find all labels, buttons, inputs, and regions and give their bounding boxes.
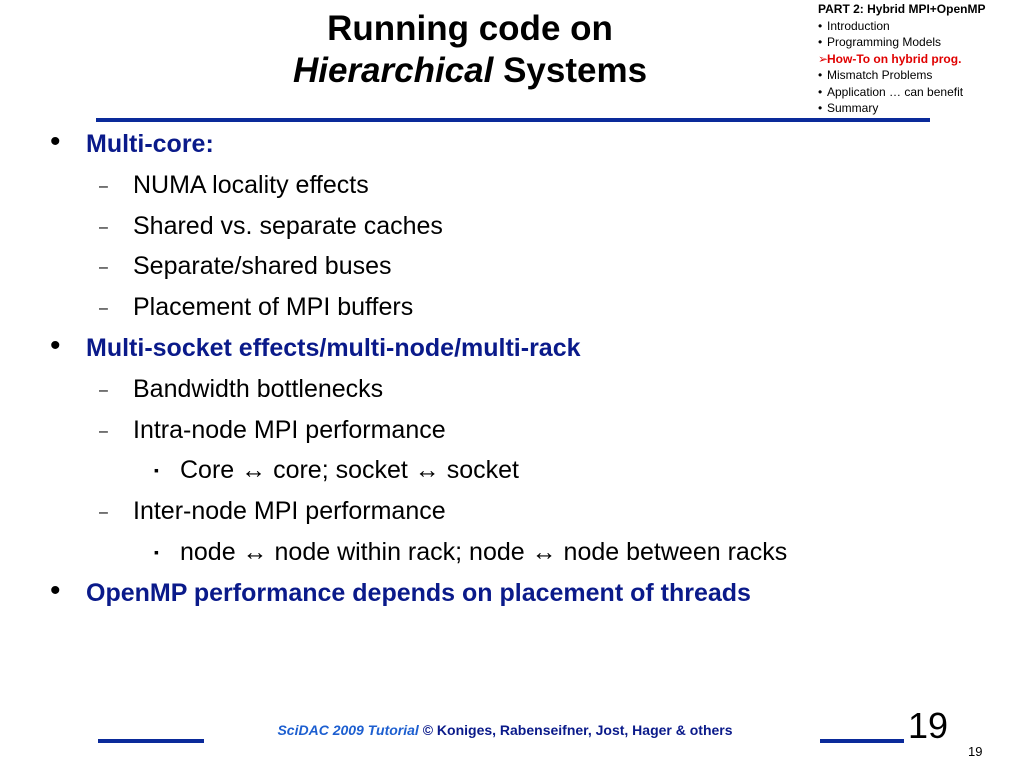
bullet-level2: – Shared vs. separate caches <box>99 211 443 241</box>
outline-item: • Programming Models <box>818 34 1024 51</box>
bullet-level1: • OpenMP performance depends on placement… <box>50 575 751 608</box>
bullet-level2: – Placement of MPI buffers <box>99 292 414 322</box>
bullet-text: node ↔ node within rack; node ↔ node bet… <box>180 538 788 566</box>
bullet-icon: • <box>50 125 61 158</box>
square-bullet-icon: ▪ <box>154 462 159 479</box>
slide-title-line2: Hierarchical Systems <box>230 50 710 92</box>
arrow-bullet-icon: ➢ <box>818 51 829 66</box>
slide-title-rest: Systems <box>493 51 648 90</box>
bullet-icon: • <box>818 68 823 82</box>
outline-heading: PART 2: Hybrid MPI+OpenMP <box>818 2 986 16</box>
outline-item-label: Summary <box>827 101 879 115</box>
footer-authors: © Koniges, Rabenseifner, Jost, Hager & o… <box>418 722 733 738</box>
bullet-icon: • <box>818 84 823 99</box>
dash-icon: – <box>99 259 108 277</box>
bullet-level1: • Multi-core: <box>50 127 214 159</box>
dash-icon: – <box>99 422 108 440</box>
bullet-icon: • <box>50 329 61 362</box>
outline-item-label: How-To on hybrid prog. <box>827 51 962 66</box>
slide-title-line1: Running code on <box>327 9 613 48</box>
footer-event: SciDAC 2009 Tutorial <box>277 722 419 738</box>
square-bullet-icon: ▪ <box>154 544 159 560</box>
outline-item: ➢How-To on hybrid prog. <box>818 51 1024 68</box>
outline-item-label: Introduction <box>827 18 890 33</box>
footer-divider-left <box>98 739 204 743</box>
bullet-level3: ▪ node ↔ node within rack; node ↔ node be… <box>154 537 788 567</box>
dash-icon: – <box>99 300 108 318</box>
slide-title: Running code on Hierarchical Systems <box>230 8 710 92</box>
bullet-text: Intra-node MPI performance <box>133 415 446 444</box>
bullet-text: Bandwidth bottlenecks <box>133 374 384 403</box>
footer-divider-right <box>820 739 904 743</box>
outline-item: • Mismatch Problems <box>818 67 1024 84</box>
footer-credit: SciDAC 2009 Tutorial © Koniges, Rabensei… <box>200 722 810 738</box>
dash-icon: – <box>99 218 108 236</box>
bullet-text: Multi-core: <box>86 130 214 158</box>
bullet-text: Core ↔ core; socket ↔ socket <box>180 456 520 485</box>
title-divider <box>96 118 930 122</box>
bullet-level3: ▪ Core ↔ core; socket ↔ socket <box>154 455 520 485</box>
bullet-text: Placement of MPI buffers <box>133 293 414 322</box>
outline-item: • Introduction <box>818 18 1024 35</box>
bullet-level2: – Separate/shared buses <box>99 251 392 281</box>
bullet-level1: • Multi-socket effects/multi-node/multi-r… <box>50 331 581 363</box>
bullet-text: Separate/shared buses <box>133 252 392 281</box>
page-number-large: 19 <box>908 705 949 746</box>
outline-item: • Application … can benefit <box>818 84 1024 101</box>
bullet-icon: • <box>818 35 823 49</box>
bullet-text: Shared vs. separate caches <box>133 211 443 240</box>
slide-title-italic: Hierarchical <box>292 51 494 90</box>
bullet-level2: – Bandwidth bottlenecks <box>99 374 384 404</box>
dash-icon: – <box>99 177 108 195</box>
page-number-small: 19 <box>968 744 983 759</box>
bullet-text: NUMA locality effects <box>133 170 369 199</box>
dash-icon: – <box>99 504 108 522</box>
bullet-text: OpenMP performance depends on placement … <box>86 578 751 607</box>
section-outline: PART 2: Hybrid MPI+OpenMP •Introduction•… <box>818 1 1024 117</box>
bullet-level2: – Inter-node MPI performance <box>99 496 446 526</box>
outline-item-label: Mismatch Problems <box>827 68 933 82</box>
bullet-text: Multi-socket effects/multi-node/multi-ra… <box>86 334 581 362</box>
bullet-level2: – NUMA locality effects <box>99 170 369 200</box>
bullet-text: Inter-node MPI performance <box>133 497 446 526</box>
outline-item: • Summary <box>818 100 1024 117</box>
dash-icon: – <box>99 381 108 399</box>
outline-item-label: Programming Models <box>827 35 942 49</box>
bullet-level2: – Intra-node MPI performance <box>99 415 446 445</box>
outline-item-label: Application … can benefit <box>827 84 964 99</box>
bullet-icon: • <box>50 573 61 607</box>
bullet-icon: • <box>818 101 823 115</box>
bullet-icon: • <box>818 18 823 33</box>
